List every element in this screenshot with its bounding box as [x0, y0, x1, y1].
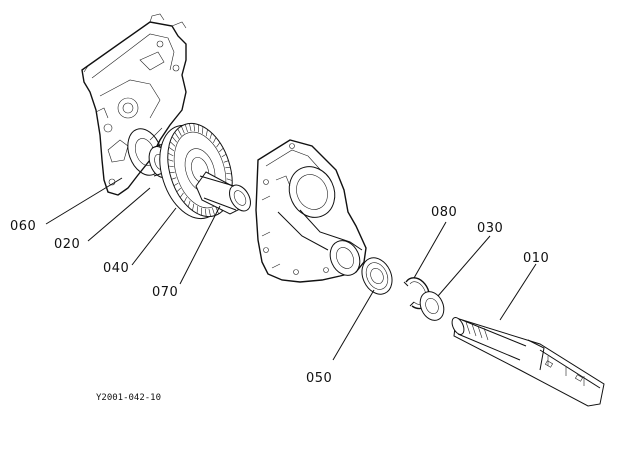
shaft-010	[451, 317, 605, 407]
gear-tooth	[189, 123, 192, 132]
reference-code: Y2001-042-10	[96, 393, 161, 403]
gear-tooth	[168, 165, 174, 167]
gear-tooth	[167, 152, 174, 157]
gear-tooth	[184, 124, 188, 133]
gear-tooth	[177, 128, 182, 136]
gear-tooth	[215, 206, 219, 215]
gear-tooth	[205, 129, 208, 137]
gear-tooth	[216, 142, 221, 148]
leader-030	[437, 235, 491, 297]
leader-060	[45, 177, 123, 225]
gear-tooth	[212, 207, 216, 216]
gear-tooth	[192, 203, 195, 211]
gear-tooth	[226, 173, 232, 175]
part-labels: 060 020 040 070 050 080 030 010	[10, 205, 549, 386]
gear-tooth	[171, 177, 177, 180]
label-020: 020	[54, 237, 80, 252]
gear-tooth	[169, 171, 175, 173]
gear-tooth	[208, 208, 211, 217]
gear-tooth	[213, 137, 217, 144]
gear-tooth	[176, 187, 181, 193]
gear-tooth	[171, 136, 177, 143]
leader-050	[332, 289, 375, 361]
ball-bearing-050	[361, 257, 393, 295]
gear-tooth	[173, 182, 179, 186]
gear-tooth	[226, 178, 233, 181]
gear-tooth	[225, 167, 231, 169]
label-070: 070	[152, 285, 178, 300]
gear-tooth	[169, 141, 176, 147]
gear-tooth	[219, 147, 224, 153]
gear-tooth	[181, 125, 185, 134]
gear-tooth	[193, 123, 196, 132]
label-040: 040	[103, 261, 129, 276]
leader-040	[131, 207, 177, 266]
washer-030	[419, 291, 445, 321]
label-010: 010	[523, 251, 549, 266]
leader-080	[413, 221, 447, 279]
label-030: 030	[477, 221, 503, 236]
gear-tooth	[223, 160, 229, 163]
gear-tooth	[209, 133, 213, 140]
label-050: 050	[306, 371, 332, 386]
gear-tooth	[221, 154, 227, 158]
leader-010	[499, 263, 537, 321]
label-060: 060	[10, 219, 36, 234]
gear-tooth	[204, 208, 207, 217]
gear-tooth	[168, 146, 175, 152]
sleeve-070	[195, 171, 251, 215]
gear-tooth	[187, 200, 191, 207]
gear-tooth	[179, 192, 184, 198]
leader-070	[179, 205, 221, 285]
gear-case-housing	[255, 139, 367, 283]
label-080: 080	[431, 205, 457, 220]
leader-020	[87, 187, 151, 242]
gear-tooth	[167, 159, 174, 162]
gear-tooth	[174, 132, 180, 139]
leader-lines	[45, 177, 537, 361]
gear-tooth	[183, 196, 187, 203]
